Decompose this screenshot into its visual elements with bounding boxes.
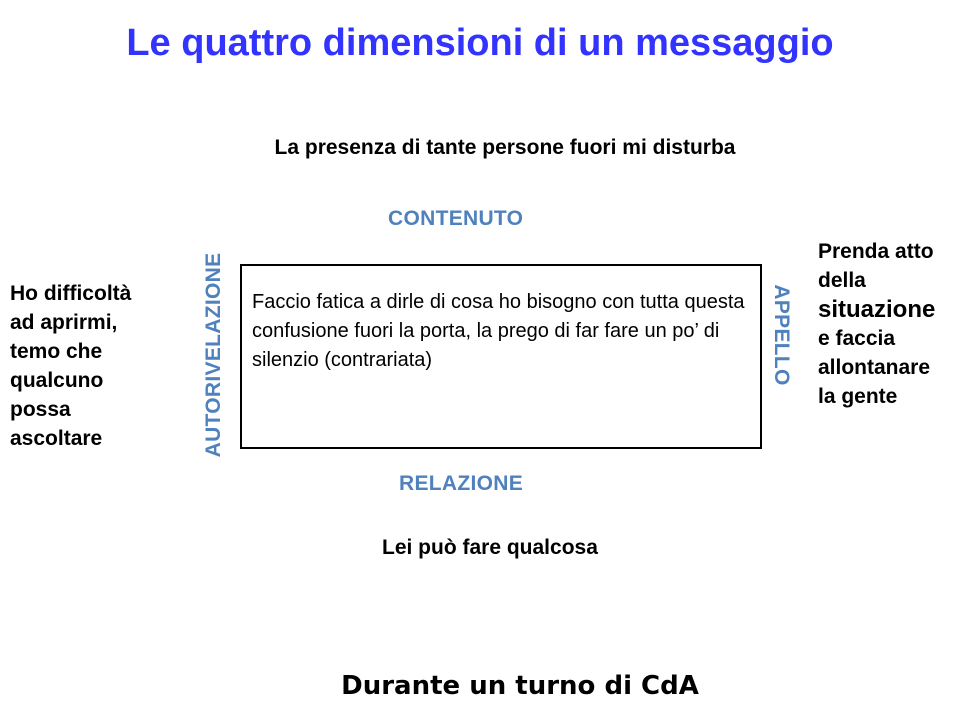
slide-caption: Durante un turno di CdA [341, 671, 699, 701]
left-message-line: qualcuno [10, 369, 104, 392]
slide-title: Le quattro dimensioni di un messaggio [126, 22, 834, 64]
right-message: Prenda atto della situazione e faccia al… [818, 237, 960, 411]
left-message-line: Ho difficoltà [10, 282, 132, 305]
label-contenuto: CONTENUTO [388, 207, 524, 230]
left-message-line: temo che [10, 340, 103, 363]
left-message-line: ad aprirmi, [10, 311, 118, 334]
label-relazione: RELAZIONE [399, 472, 524, 495]
bottom-message: Lei può fare qualcosa [382, 536, 598, 559]
top-message: La presenza di tante persone fuori mi di… [274, 136, 736, 159]
left-message-line: ascoltare [10, 427, 103, 450]
right-message-line: e faccia [818, 327, 896, 350]
right-message-line-emphasis: situazione [818, 296, 936, 323]
label-appello: APPELLO [770, 284, 793, 386]
label-autorivelazione: AUTORIVELAZIONE [202, 252, 225, 458]
left-message-line: possa [10, 398, 71, 421]
right-message-line: la gente [818, 385, 898, 408]
center-message-text: Faccio fatica a dirle di cosa ho bisogno… [252, 291, 745, 371]
left-message: Ho difficoltà ad aprirmi, temo che qualc… [10, 279, 200, 453]
center-message-box: Faccio fatica a dirle di cosa ho bisogno… [240, 264, 762, 449]
right-message-line: allontanare [818, 356, 931, 379]
right-message-line: della [818, 269, 866, 292]
right-message-line: Prenda atto [818, 240, 934, 263]
